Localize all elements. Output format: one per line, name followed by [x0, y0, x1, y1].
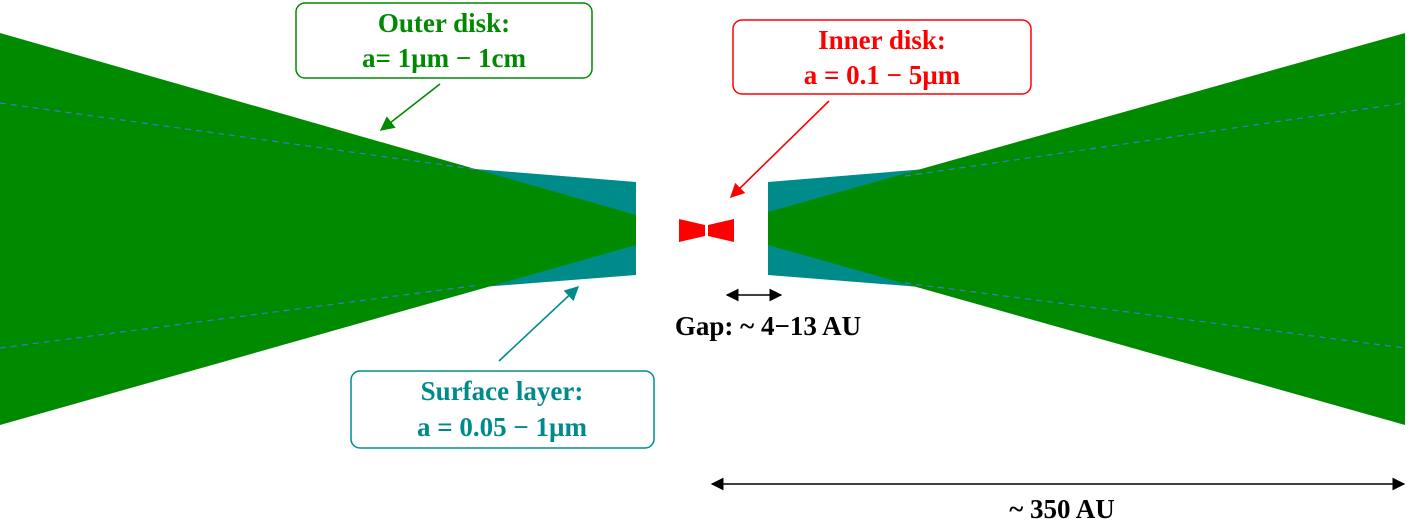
inner-disk-pointer-arrow — [729, 100, 830, 199]
outer-disk-label-line2: a= 1µm − 1cm — [362, 43, 527, 73]
outer-disk-left — [0, 33, 636, 425]
inner-disk-label-line1: Inner disk: — [818, 25, 946, 55]
inner-disk-left — [679, 219, 705, 242]
surface-layer-label-line2: a = 0.05 − 1µm — [417, 412, 588, 442]
outer-disk-label-box — [295, 2, 593, 79]
dashed-boundary-lower-left — [0, 284, 481, 349]
surface-layer-pointer-arrow — [498, 286, 580, 362]
dashed-boundary-upper-right — [904, 102, 1406, 177]
gap-label: Gap: ~ 4−13 AU — [675, 311, 861, 341]
outer-disk-label-line1: Outer disk: — [378, 8, 510, 38]
surface-layer-label-line1: Surface layer: — [421, 376, 584, 406]
surface-layer-label-box — [350, 370, 655, 449]
inner-disk-label-box — [732, 19, 1032, 95]
scale-label: ~ 350 AU — [1009, 494, 1115, 523]
inner-disk-label-line2: a = 0.1 − 5µm — [804, 60, 961, 90]
dashed-boundary-lower-right — [904, 282, 1406, 349]
outer-disk-pointer-arrow — [379, 83, 441, 131]
dashed-boundary-upper-left — [0, 102, 481, 171]
inner-disk-right — [708, 219, 734, 242]
